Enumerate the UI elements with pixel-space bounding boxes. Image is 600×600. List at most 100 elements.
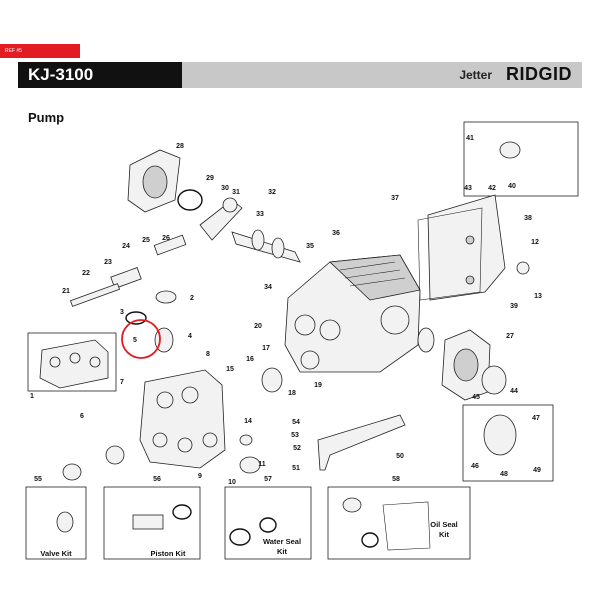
callout-12: 12 bbox=[531, 239, 539, 246]
callout-35: 35 bbox=[306, 243, 314, 250]
callout-41: 41 bbox=[466, 135, 474, 142]
water-seal-kit-box bbox=[224, 486, 312, 560]
oil-seal-kit-ring bbox=[361, 532, 379, 548]
crankshaft bbox=[231, 229, 301, 263]
callout-44: 44 bbox=[510, 388, 518, 395]
callout-43: 43 bbox=[464, 185, 472, 192]
product-banner: Jetter RIDGID bbox=[182, 62, 582, 88]
callout-38: 38 bbox=[524, 215, 532, 222]
callout-6: 6 bbox=[80, 413, 84, 420]
valve-body-detail bbox=[39, 339, 109, 389]
callout-13: 13 bbox=[534, 293, 542, 300]
oil-seal-kit-label-2: Kit bbox=[439, 530, 450, 539]
plug-13 bbox=[239, 434, 253, 446]
callout-49: 49 bbox=[533, 467, 541, 474]
valve-kit-box bbox=[25, 486, 87, 560]
piston-kit-part bbox=[132, 514, 164, 530]
seal-40 bbox=[499, 141, 521, 159]
callout-50: 50 bbox=[396, 453, 404, 460]
oil-seal-kit-label-1: Oil Seal bbox=[430, 520, 458, 529]
callout-11: 11 bbox=[258, 461, 266, 468]
callout-30: 30 bbox=[221, 185, 229, 192]
highlight-circle bbox=[121, 319, 161, 359]
callout-23: 23 bbox=[104, 259, 112, 266]
callout-10: 10 bbox=[228, 479, 236, 486]
oil-seal-19 bbox=[300, 350, 320, 370]
callout-40: 40 bbox=[508, 183, 516, 190]
plug-2 bbox=[155, 290, 177, 304]
callout-29: 29 bbox=[206, 175, 214, 182]
callout-2: 2 bbox=[190, 295, 194, 302]
callout-19: 19 bbox=[314, 382, 322, 389]
end-cap-44 bbox=[481, 365, 507, 395]
detail-box-top bbox=[463, 121, 579, 197]
callout-47: 47 bbox=[532, 415, 540, 422]
valve-kit-label: Valve Kit bbox=[40, 549, 72, 558]
callout-14: 14 bbox=[244, 418, 252, 425]
callout-46: 46 bbox=[471, 463, 479, 470]
callout-20: 20 bbox=[254, 323, 262, 330]
o-ring-29 bbox=[177, 189, 203, 211]
callout-7: 7 bbox=[120, 379, 124, 386]
valve-kit-part bbox=[56, 511, 74, 533]
callout-1: 1 bbox=[30, 393, 34, 400]
plug-lower bbox=[62, 463, 82, 481]
gear-48 bbox=[483, 414, 517, 456]
callout-45: 45 bbox=[472, 394, 480, 401]
callout-34: 34 bbox=[264, 284, 272, 291]
oil-seal-kit-part bbox=[342, 497, 362, 513]
plunger-rod bbox=[69, 283, 121, 307]
rear-cover bbox=[417, 194, 506, 301]
callout-58: 58 bbox=[392, 476, 400, 483]
callout-53: 53 bbox=[291, 432, 299, 439]
callout-55: 55 bbox=[34, 476, 42, 483]
seal-3 bbox=[125, 311, 147, 325]
water-seal-kit-ring-2 bbox=[259, 517, 277, 533]
model-title: KJ-3100 bbox=[28, 65, 94, 84]
callout-32: 32 bbox=[268, 189, 276, 196]
side-cover bbox=[441, 329, 491, 401]
water-seal-kit-label-2: Kit bbox=[277, 547, 288, 556]
crankcase bbox=[284, 254, 421, 373]
callout-39: 39 bbox=[510, 303, 518, 310]
callout-8: 8 bbox=[206, 351, 210, 358]
bearing-cover bbox=[127, 149, 181, 213]
callout-52: 52 bbox=[293, 445, 301, 452]
plunger bbox=[110, 267, 142, 289]
brand-logo: RIDGID bbox=[506, 64, 572, 84]
callout-22: 22 bbox=[82, 270, 90, 277]
callout-15: 15 bbox=[226, 366, 234, 373]
piston-guide bbox=[153, 234, 187, 256]
callout-54: 54 bbox=[292, 419, 300, 426]
callout-27: 27 bbox=[506, 333, 514, 340]
callout-31: 31 bbox=[232, 189, 240, 196]
plug-10 bbox=[239, 456, 261, 474]
water-seal-kit-ring bbox=[229, 528, 251, 546]
bracket bbox=[317, 414, 406, 471]
callout-24: 24 bbox=[122, 243, 130, 250]
callout-18: 18 bbox=[288, 390, 296, 397]
callout-56: 56 bbox=[153, 476, 161, 483]
callout-5: 5 bbox=[133, 337, 137, 344]
product-name: Jetter bbox=[459, 68, 492, 82]
ref-tag-label: REF #5 bbox=[5, 48, 22, 54]
callout-33: 33 bbox=[256, 211, 264, 218]
water-seal-16 bbox=[261, 367, 283, 393]
valve-lower bbox=[105, 445, 125, 465]
section-title: Pump bbox=[28, 110, 65, 125]
model-banner: KJ-3100 bbox=[18, 62, 182, 88]
oil-seal-kit-gasket bbox=[382, 501, 431, 551]
bearing-30 bbox=[417, 327, 435, 353]
callout-37: 37 bbox=[391, 195, 399, 202]
callout-28: 28 bbox=[176, 143, 184, 150]
piston-kit-label: Piston Kit bbox=[151, 549, 187, 558]
callout-57: 57 bbox=[264, 476, 272, 483]
callout-36: 36 bbox=[332, 230, 340, 237]
connecting-rod bbox=[199, 197, 243, 241]
callout-17: 17 bbox=[262, 345, 270, 352]
callout-26: 26 bbox=[162, 235, 170, 242]
callout-48: 48 bbox=[500, 471, 508, 478]
plug-12 bbox=[516, 261, 530, 275]
callout-21: 21 bbox=[62, 288, 70, 295]
callout-4: 4 bbox=[188, 333, 192, 340]
